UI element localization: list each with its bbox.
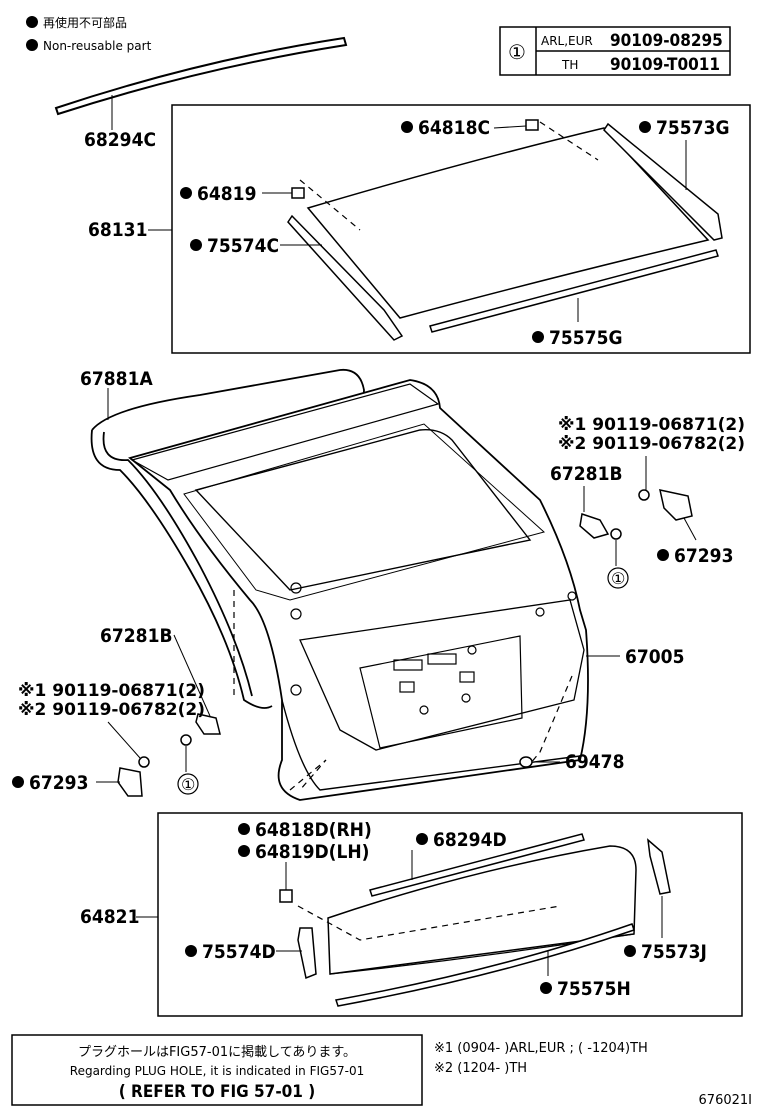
back-glass — [306, 127, 710, 319]
label-90119-06782-right: ※2 90119-06782(2) — [558, 434, 745, 454]
bullet-icon — [190, 239, 202, 251]
ref-region-1: ARL,EUR — [541, 34, 593, 48]
leader-line — [107, 721, 141, 759]
ref-part-2: 90109-T0011 — [610, 55, 720, 75]
label-90119-06871-right: ※1 90119-06871(2) — [558, 415, 745, 435]
bracket-67293-right — [659, 489, 693, 521]
legend: 再使用不可部品 Non-reusable part — [26, 15, 152, 53]
stay-67281b-left — [195, 713, 221, 735]
label-64819: 64819 — [197, 183, 256, 205]
label-67281b-right: 67281B — [550, 463, 623, 485]
label-75573j: 75573J — [641, 941, 707, 963]
legend-jp: 再使用不可部品 — [43, 15, 127, 30]
plug-69478 — [519, 756, 533, 768]
molding-75574d — [297, 927, 317, 980]
leader-line — [173, 634, 211, 717]
door-holes — [290, 582, 577, 715]
label-90119-06871-left: ※1 90119-06871(2) — [18, 681, 205, 701]
ref-part-1: 90109-08295 — [610, 31, 723, 51]
bolt-icon — [138, 756, 150, 768]
label-75574d: 75574D — [202, 941, 276, 963]
bullet-icon — [238, 823, 250, 835]
bullet-icon — [540, 982, 552, 994]
bullet-icon — [180, 187, 192, 199]
molding-75573j — [647, 838, 671, 895]
note-jp: プラグホールはFIG57-01に掲載してあります。 — [78, 1044, 356, 1060]
reference-table — [499, 26, 731, 76]
bullet-icon — [401, 121, 413, 133]
bullet-icon — [185, 945, 197, 957]
bullet-icon — [12, 776, 24, 788]
garnish-group-box — [157, 812, 743, 1017]
label-75574c: 75574C — [207, 235, 279, 257]
label-68131: 68131 — [88, 219, 147, 241]
clip-64819-icon — [291, 187, 305, 199]
label-68294d: 68294D — [433, 829, 507, 851]
label-67281b-left: 67281B — [100, 625, 173, 647]
footnote-1: ※1 (0904- )ARL,EUR ; ( -1204)TH — [434, 1041, 648, 1056]
label-69478: 69478 — [565, 751, 624, 773]
label-64818c: 64818C — [418, 117, 490, 139]
refer-link[interactable]: ( REFER TO FIG 57-01 ) — [119, 1082, 316, 1102]
label-90119-06782-left: ※2 90119-06782(2) — [18, 700, 205, 720]
bullet-icon — [26, 39, 38, 51]
plug-hole-note-box — [11, 1034, 423, 1106]
dashed-guide — [233, 590, 573, 791]
bracket-67293-left — [117, 767, 143, 797]
bolt-icon — [638, 489, 650, 501]
label-67005: 67005 — [625, 646, 684, 668]
circle-ref-icon — [607, 567, 629, 589]
back-door-67005 — [128, 379, 589, 801]
footnote-2: ※2 (1204- )TH — [434, 1061, 527, 1076]
bullet-icon — [639, 121, 651, 133]
label-64818d: 64818D(RH) — [255, 819, 372, 841]
leader-line — [683, 517, 697, 541]
clip-64818c-icon — [525, 119, 539, 131]
molding-75574c — [287, 214, 404, 341]
molding-68294d — [369, 833, 585, 897]
door-spoiler — [130, 383, 440, 481]
door-window-opening — [194, 429, 532, 591]
bullet-icon — [416, 833, 428, 845]
reference-symbol: ① — [508, 40, 526, 64]
stay-67281b-right — [579, 513, 610, 539]
dashed-guide — [299, 121, 599, 231]
bolt-icon — [180, 734, 192, 746]
door-bottom-edge — [281, 699, 581, 791]
label-75575g: 75575G — [549, 327, 623, 349]
molding-75573g — [603, 122, 723, 241]
label-64819d: 64819D(LH) — [255, 841, 369, 863]
leader-line — [493, 125, 527, 129]
figure-id: 676021I — [699, 1093, 752, 1108]
circle-ref-icon — [177, 773, 199, 795]
bullet-icon — [26, 16, 38, 28]
molding-75575g — [429, 249, 719, 333]
bullet-icon — [532, 331, 544, 343]
label-67293-right: 67293 — [674, 545, 733, 567]
bullet-icon — [238, 845, 250, 857]
molding-75575h — [335, 923, 635, 1007]
ref-region-2: TH — [561, 58, 578, 72]
circle-ref-right: ① — [611, 569, 625, 588]
label-67293-left: 67293 — [29, 772, 88, 794]
note-en: Regarding PLUG HOLE, it is indicated in … — [70, 1064, 364, 1078]
garnish-panel — [327, 845, 637, 975]
label-68294c: 68294C — [84, 129, 156, 151]
bullet-icon — [657, 549, 669, 561]
label-64821: 64821 — [80, 906, 139, 928]
label-75575h: 75575H — [557, 978, 631, 1000]
molding-68294c — [54, 36, 348, 116]
label-67881a: 67881A — [80, 368, 153, 390]
bullet-icon — [624, 945, 636, 957]
label-75573g: 75573G — [656, 117, 730, 139]
dashed-guide — [297, 905, 561, 941]
door-inner-frame — [183, 423, 546, 601]
glass-group-box — [171, 104, 751, 354]
legend-en: Non-reusable part — [43, 39, 152, 53]
bolt-icon — [610, 528, 622, 540]
license-recess — [359, 635, 523, 749]
clip-64818d-icon — [279, 889, 293, 903]
circle-ref-left: ① — [181, 775, 195, 794]
